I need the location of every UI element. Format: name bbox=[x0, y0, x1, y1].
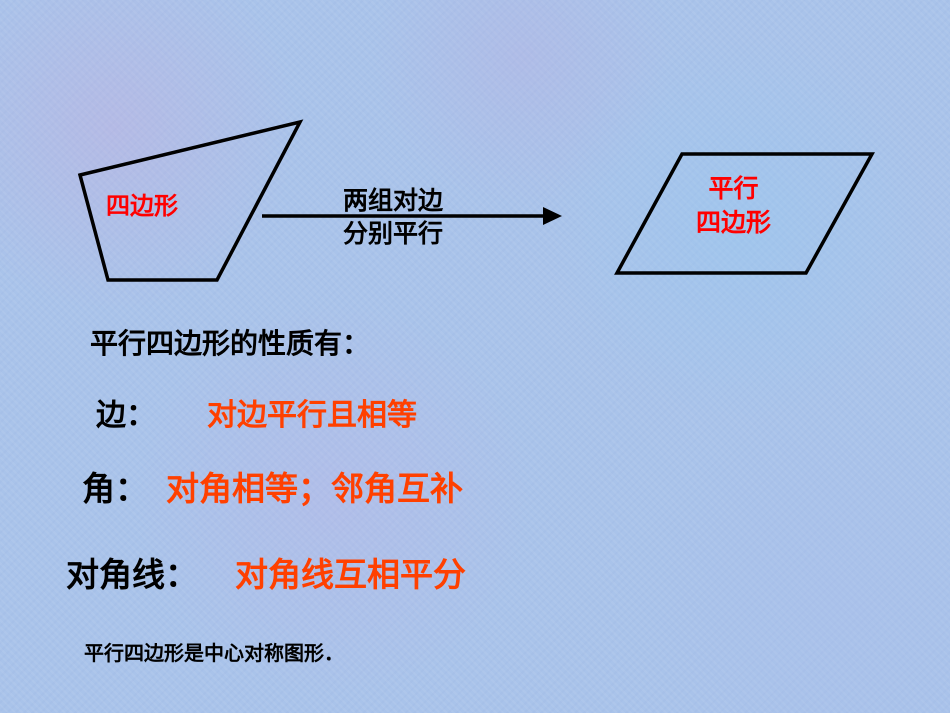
arrow-label-line2: 分别平行 bbox=[343, 219, 444, 248]
parallelogram-label: 平行 四边形 bbox=[696, 172, 771, 240]
parallelogram-label-line2: 四边形 bbox=[696, 208, 772, 237]
arrow-head-icon bbox=[543, 207, 562, 225]
edge-value: 对边平行且相等 bbox=[207, 398, 417, 433]
quadrilateral-shape bbox=[77, 119, 304, 282]
properties-heading: 平行四边形的性质有： bbox=[90, 327, 371, 360]
footer-note: 平行四边形是中心对称图形． bbox=[84, 641, 344, 665]
arrow-label: 两组对边 分别平行 bbox=[343, 184, 443, 250]
parallelogram-label-line1: 平行 bbox=[708, 174, 759, 203]
edge-term: 边： bbox=[96, 398, 156, 433]
diagonal-term: 对角线： bbox=[66, 555, 198, 594]
angle-value: 对角相等；邻角互补 bbox=[166, 469, 463, 508]
arrow bbox=[262, 207, 562, 225]
arrow-label-line1: 两组对边 bbox=[343, 186, 444, 215]
diagonal-value: 对角线互相平分 bbox=[235, 555, 466, 594]
quadrilateral-label: 四边形 bbox=[106, 192, 178, 220]
parallelogram-shape bbox=[614, 152, 875, 275]
angle-term: 角： bbox=[82, 469, 148, 508]
